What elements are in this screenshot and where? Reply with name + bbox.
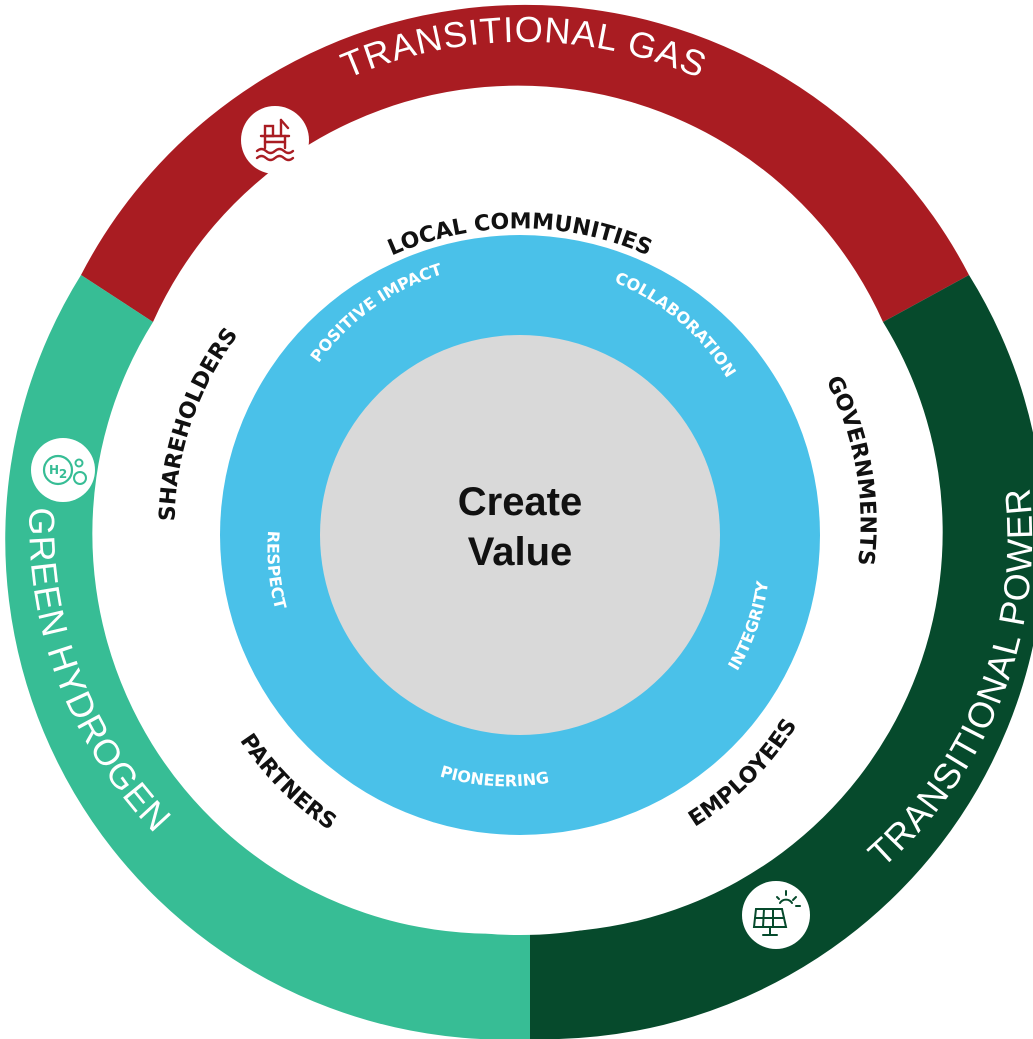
center-title-line2: Value	[468, 530, 573, 574]
svg-text:H: H	[49, 463, 59, 477]
center-title-line1: Create	[458, 480, 583, 524]
hydrogen-icon: H 2	[31, 438, 95, 502]
solar-panel-icon	[742, 881, 810, 949]
segment-transitional-gas	[81, 4, 969, 323]
segment-transitional-power	[530, 275, 1033, 1039]
center-circle	[320, 335, 720, 735]
svg-text:2: 2	[59, 467, 67, 481]
offshore-platform-icon	[241, 106, 309, 174]
segment-green-hydrogen	[5, 275, 530, 1039]
